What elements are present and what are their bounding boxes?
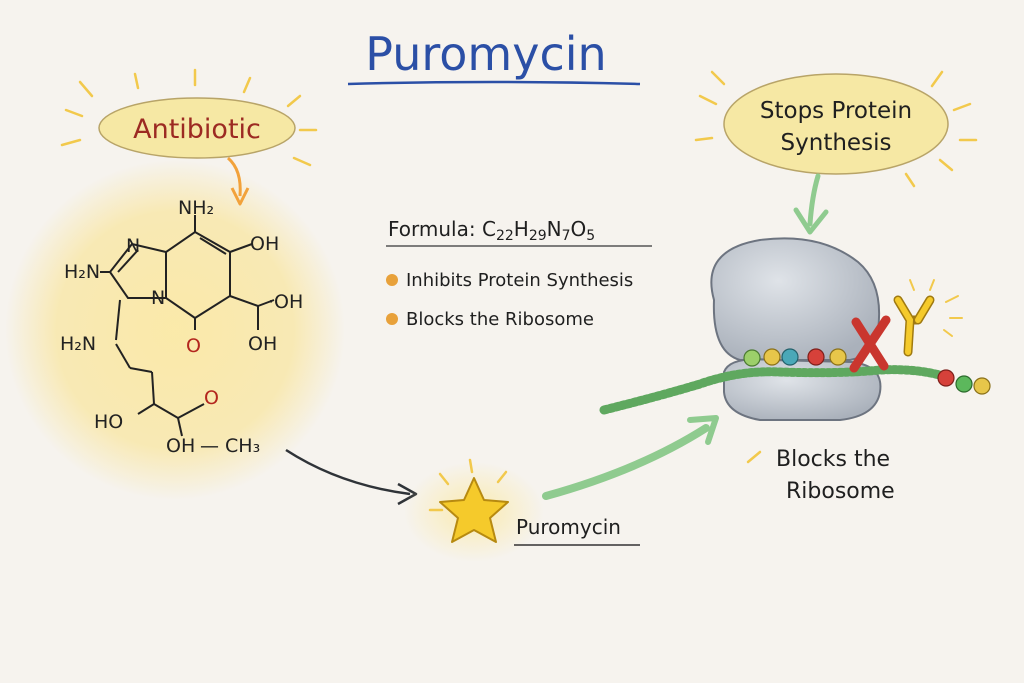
bullet-dot-1	[386, 274, 398, 286]
bullet-text-2: Blocks the Ribosome	[406, 309, 594, 330]
ribosome-group: Blocks the Ribosome	[599, 237, 991, 504]
formula-block: Formula: C22H29N7O5 Inhibits Protein Syn…	[386, 217, 652, 330]
title-underline	[347, 80, 641, 86]
molecule-labels: NH₂ OH ·OH OH N N H₂N H₂N O HO O OH — CH…	[60, 197, 303, 457]
atom-n-ring1: N	[126, 235, 140, 257]
peptide-bead-1	[743, 349, 761, 367]
atom-h2n-left: H₂N	[64, 261, 100, 283]
antibiotic-rays	[60, 68, 318, 167]
puromycin-star-icon	[439, 477, 509, 543]
formula-n: N	[547, 217, 562, 241]
atom-o-ketone: O	[186, 335, 201, 357]
formula-n-count: 7	[562, 228, 571, 244]
atom-ch3: — CH₃	[200, 435, 260, 457]
atom-oh-bottom: OH	[166, 435, 195, 457]
atom-nh2-top: NH₂	[178, 197, 214, 219]
formula-h: H	[514, 217, 529, 241]
mrna-strand	[599, 365, 955, 415]
peptide-bead-5	[829, 348, 847, 366]
peptide-bead-6	[937, 369, 955, 387]
formula-c-count: 22	[496, 228, 514, 244]
stops-arrowhead	[793, 207, 829, 235]
page-title: Puromycin	[365, 27, 606, 81]
atom-oh-right: OH	[250, 233, 279, 255]
ribosome-label-line1: Blocks the	[776, 447, 890, 472]
peptide-bead-4	[807, 348, 825, 366]
atom-n-fused: N	[151, 287, 165, 309]
ribosome-large-subunit	[710, 237, 881, 361]
ribosome-label-ray	[746, 450, 762, 464]
atom-o-acid: O	[204, 387, 219, 409]
puromycin-star-group: Puromycin	[404, 458, 640, 562]
stops-synthesis-bubble: Stops Protein Synthesis	[694, 70, 978, 235]
antibiotic-arrowhead	[230, 187, 250, 206]
stops-arrow	[807, 173, 821, 227]
formula-o-count: 5	[586, 228, 595, 244]
peptide-bead-8	[973, 377, 991, 395]
atom-ho: HO	[94, 411, 123, 433]
formula-c: C	[482, 217, 496, 241]
peptide-bead-3	[781, 348, 799, 366]
antibiotic-bubble-shape	[98, 97, 296, 159]
block-x-icon	[849, 315, 891, 373]
stops-label-line2: Synthesis	[781, 130, 892, 156]
star-rays	[428, 458, 508, 512]
antibiotic-arrow	[226, 156, 242, 197]
atom-h2n-lower: H₂N	[60, 333, 96, 355]
peptide-bead-7	[955, 375, 973, 393]
star-label: Puromycin	[516, 515, 621, 539]
atom-oh-b: OH	[248, 333, 277, 355]
formula-h-count: 29	[529, 228, 547, 244]
antibiotic-label: Antibiotic	[133, 114, 261, 145]
atom-oh-a: ·OH	[268, 291, 303, 313]
bullet-text-1: Inhibits Protein Synthesis	[406, 270, 633, 291]
bullet-dot-2	[386, 313, 398, 325]
peptide-bead-2	[763, 348, 781, 366]
antibiotic-bubble: Antibiotic	[60, 68, 318, 206]
title-group: Puromycin	[347, 27, 641, 86]
puromycin-structure	[100, 215, 275, 437]
formula-prefix: Formula:	[388, 217, 482, 241]
formula-o: O	[571, 217, 587, 241]
star-to-ribosome-arrow	[542, 424, 710, 500]
stops-bubble-shape	[723, 73, 949, 175]
molecule-to-star-arrow	[285, 448, 411, 496]
puromycin-molecule-icon	[893, 279, 963, 357]
ribosome-label-line2: Ribosome	[786, 479, 895, 504]
molecule-glow	[5, 160, 345, 500]
stops-rays	[694, 70, 978, 188]
stops-label-line1: Stops Protein	[760, 98, 912, 124]
formula-line: Formula: C22H29N7O5	[388, 217, 595, 244]
molecule-glow-shape	[5, 160, 345, 500]
star-to-ribosome-arrowhead	[687, 415, 719, 445]
